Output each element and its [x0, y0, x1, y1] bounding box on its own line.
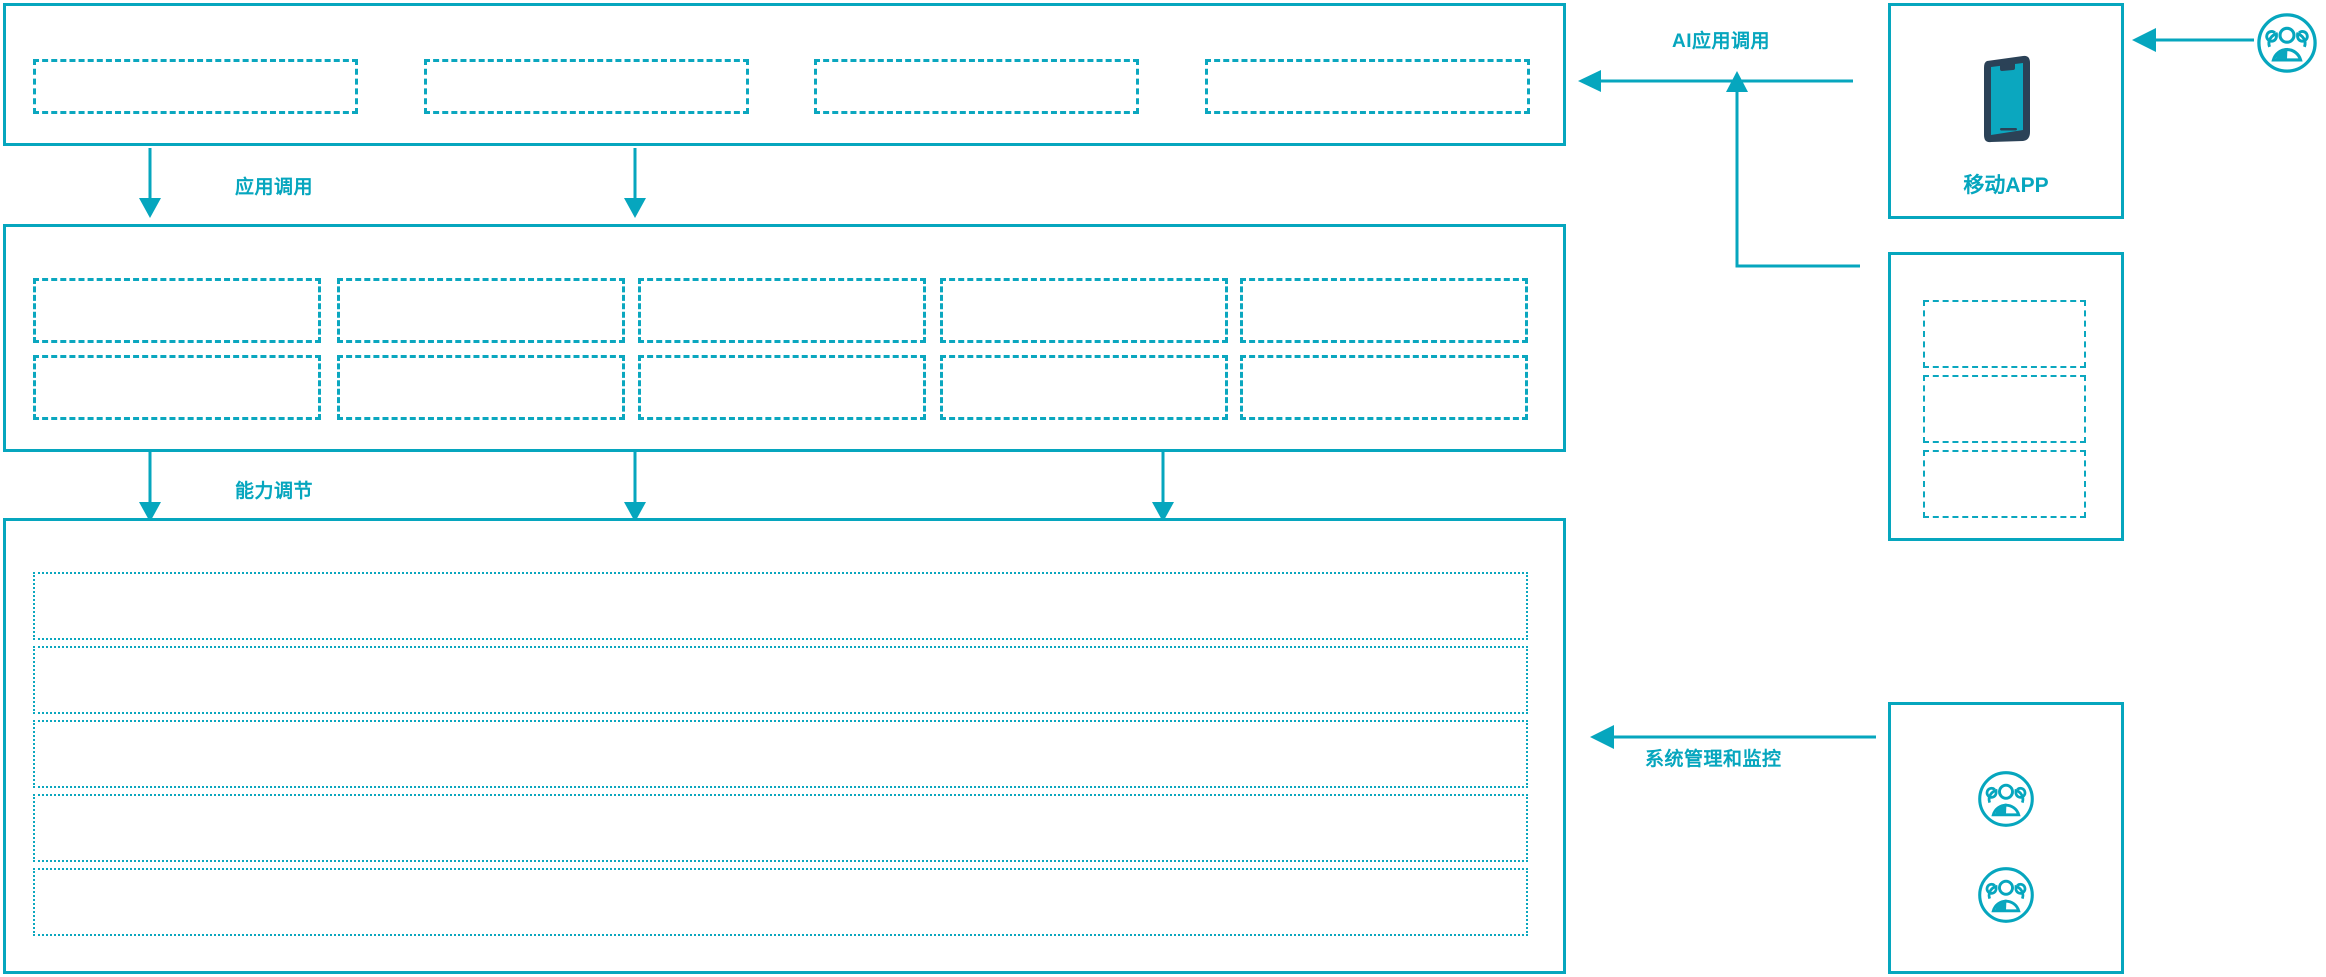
capability-slot-c4-r1[interactable]: [940, 278, 1228, 343]
app-invoke-label: 应用调用: [235, 177, 314, 198]
capability-tune-label: 能力调节: [235, 481, 314, 502]
capability-slot-c2-r1[interactable]: [337, 278, 625, 343]
application-layer-slot-1[interactable]: [33, 59, 358, 114]
application-layer-slot-2[interactable]: [424, 59, 749, 114]
app-invoke-arrow-right: [624, 148, 646, 218]
capability-slot-c2-r2[interactable]: [337, 355, 625, 420]
application-layer-slot-4[interactable]: [1205, 59, 1530, 114]
end-user-icon: [2256, 12, 2318, 74]
infrastructure-row-4[interactable]: [33, 794, 1528, 862]
capability-slot-c3-r1[interactable]: [638, 278, 926, 343]
capability-tune-arrow-2: [624, 452, 646, 522]
system-admin-monitor-arrow: [1590, 725, 1876, 749]
admin-user-group-icon-1: [1977, 770, 2035, 828]
system-admin-monitor-label: 系统管理和监控: [1645, 749, 1782, 770]
infrastructure-row-5[interactable]: [33, 868, 1528, 936]
capability-slot-c3-r2[interactable]: [638, 355, 926, 420]
ai-app-invoke-arrow: [1578, 70, 1853, 92]
application-layer-slot-3[interactable]: [814, 59, 1139, 114]
admin-users-card[interactable]: [1888, 702, 2124, 974]
infrastructure-row-3[interactable]: [33, 720, 1528, 788]
end-user-to-mobile-app-arrow: [2132, 28, 2254, 52]
admin-user-group-icon-2: [1977, 866, 2035, 924]
channel-to-ai-invoke-connector: [1726, 71, 1860, 268]
capability-layer-band: [3, 224, 1566, 452]
infrastructure-layer-band: [3, 518, 1566, 974]
ai-app-invoke-label: AI应用调用: [1672, 31, 1771, 52]
infrastructure-row-2[interactable]: [33, 646, 1528, 714]
mobile-app-caption: 移动APP: [1963, 174, 2049, 197]
mobile-phone-icon: [1978, 52, 2038, 144]
capability-tune-arrow-1: [139, 452, 161, 522]
app-invoke-arrow-left: [139, 148, 161, 218]
channel-card-slot-1[interactable]: [1923, 300, 2086, 368]
capability-slot-c1-r1[interactable]: [33, 278, 321, 343]
infrastructure-row-1[interactable]: [33, 572, 1528, 640]
capability-tune-arrow-3: [1152, 452, 1174, 522]
channel-card-slot-3[interactable]: [1923, 450, 2086, 518]
application-layer-band: [3, 3, 1566, 146]
capability-slot-c5-r1[interactable]: [1240, 278, 1528, 343]
capability-slot-c4-r2[interactable]: [940, 355, 1228, 420]
capability-slot-c1-r2[interactable]: [33, 355, 321, 420]
capability-slot-c5-r2[interactable]: [1240, 355, 1528, 420]
channel-card-slot-2[interactable]: [1923, 375, 2086, 443]
